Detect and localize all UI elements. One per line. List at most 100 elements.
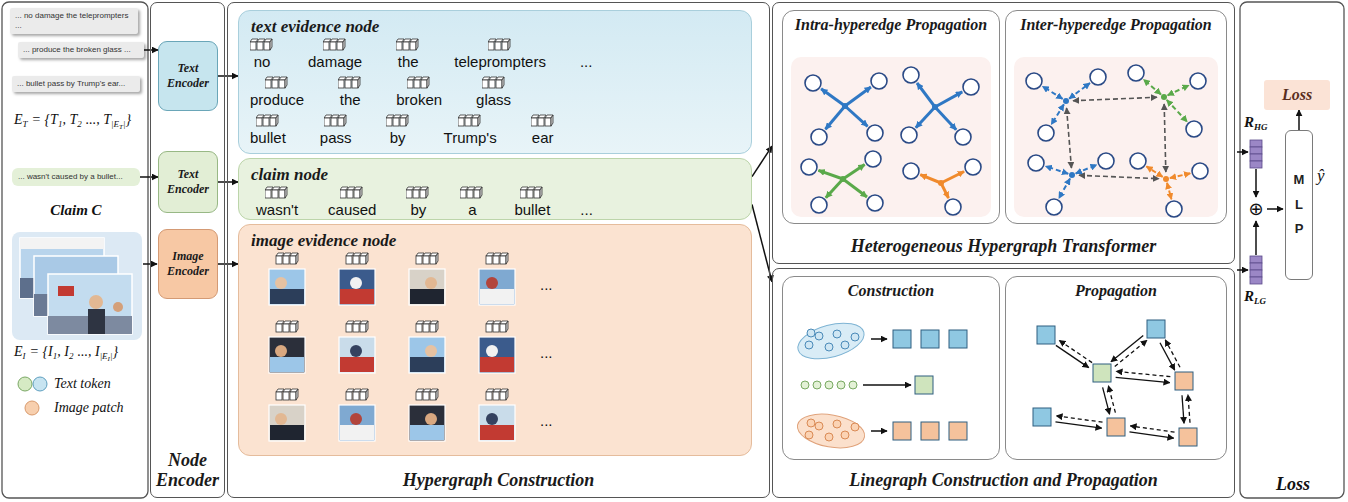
vector-cell [1250, 263, 1262, 270]
graph-node [945, 199, 961, 215]
tensor-icon [460, 186, 484, 199]
tensor-icon [324, 114, 348, 127]
loss-box: Loss [1264, 80, 1330, 110]
constr-figure [783, 277, 999, 459]
token-text: damage [308, 53, 362, 71]
formula-piece: = {I [30, 344, 53, 359]
photo-figure [88, 309, 105, 334]
tensor-cube [545, 118, 551, 126]
token: ear [531, 114, 555, 147]
propagation-arrow [1167, 100, 1187, 122]
token: bullet [514, 186, 550, 219]
tensor-cube [474, 190, 480, 198]
formula-piece: HG [1254, 122, 1268, 132]
image-patch [339, 337, 375, 373]
propagation-arrow [1042, 86, 1062, 99]
tensor-cube [353, 392, 359, 400]
token: broken [396, 76, 442, 109]
tensor-cube [276, 256, 282, 264]
tensor-cube [338, 80, 344, 88]
legend-swatch [16, 399, 48, 417]
tensor-cube [430, 392, 436, 400]
tensor-cube [506, 389, 508, 400]
tensor-cube [458, 118, 464, 126]
token-dot [815, 422, 823, 430]
tensor-cube [353, 253, 361, 256]
token: ... [580, 201, 593, 219]
tensor-cube [360, 392, 366, 400]
tensor-cube [406, 115, 408, 126]
token-dot [833, 420, 841, 428]
propagation-arrow [1115, 340, 1147, 366]
node-text: ... produce the broken glass ... [23, 45, 139, 55]
formula-piece: R [1244, 114, 1254, 130]
image-patch [340, 289, 374, 304]
propagation-arrow [1167, 183, 1171, 199]
vector-cell [1250, 147, 1262, 154]
inter-edge-arrow [1079, 175, 1159, 178]
connector-arrow [1298, 110, 1300, 130]
tensor-cube [400, 118, 406, 126]
propagation-arrow [843, 165, 865, 179]
tensor-cube [330, 39, 338, 42]
tensor-cube [279, 80, 285, 88]
tensor-cube [500, 324, 506, 332]
tensor-cube [500, 392, 506, 400]
tensor-cube [486, 324, 492, 332]
connector-arrow [218, 181, 238, 183]
photo-banner [20, 238, 104, 249]
image-patch [486, 413, 498, 425]
hyperedge-hub [842, 103, 848, 109]
tensor-cube [338, 77, 346, 80]
tensor-cube [413, 190, 419, 198]
node-text: Hypergraph Construction [403, 471, 595, 491]
tensor-cube [283, 392, 289, 400]
image-patch [486, 345, 498, 357]
input-panel [2, 2, 148, 498]
tensor-cube [493, 324, 499, 332]
hyperedge-hub [1161, 94, 1167, 100]
propagation-arrow [1182, 395, 1184, 423]
edge-group [218, 76, 238, 77]
tensor-cube [276, 324, 282, 332]
tensor-cube [276, 253, 284, 256]
tensor-cube [272, 80, 278, 88]
formula-piece: 2 [77, 119, 82, 129]
image-patch [425, 345, 437, 357]
tensor-cube [416, 392, 422, 400]
tensor-cube [493, 253, 501, 256]
output-panel [1240, 2, 1344, 498]
tensor-cube [276, 321, 284, 324]
tensor-cube [340, 187, 348, 190]
connector-arrow [752, 146, 772, 177]
tensor-cube [493, 321, 501, 324]
tensor-cube [331, 118, 337, 126]
graph-node [1186, 121, 1202, 137]
tensor-cube [534, 190, 540, 198]
tensor-cube [347, 190, 353, 198]
formula-piece: 1 [58, 119, 63, 129]
propagation-arrow [1076, 165, 1097, 174]
evidence-card: ... no damage the teleprompters ... [10, 8, 138, 34]
tensor-cube [506, 321, 508, 332]
vector-cell [1250, 161, 1262, 168]
hyperedge-square [893, 422, 911, 440]
tensor-icon [386, 114, 410, 127]
tensor-cube [458, 115, 466, 118]
vector-icon [1250, 256, 1262, 284]
propagation-arrow [1056, 416, 1102, 422]
tensor-cube [256, 115, 264, 118]
propagation-arrow [1103, 387, 1110, 414]
tensor-cube [337, 42, 343, 50]
flow-arrow [871, 338, 887, 340]
image-patch [350, 413, 362, 425]
tensor-cube [296, 253, 298, 264]
formula-piece: | [123, 119, 125, 129]
tensor-cube [323, 39, 331, 42]
tensor-cube [407, 80, 413, 88]
propagation-arrow [1059, 340, 1092, 362]
node-text: Heterogeneous Hypergraph Transformer [851, 237, 1156, 257]
ellipsis: ... [540, 412, 553, 430]
tensor-cube [472, 118, 478, 126]
tensor-cube [366, 389, 368, 400]
